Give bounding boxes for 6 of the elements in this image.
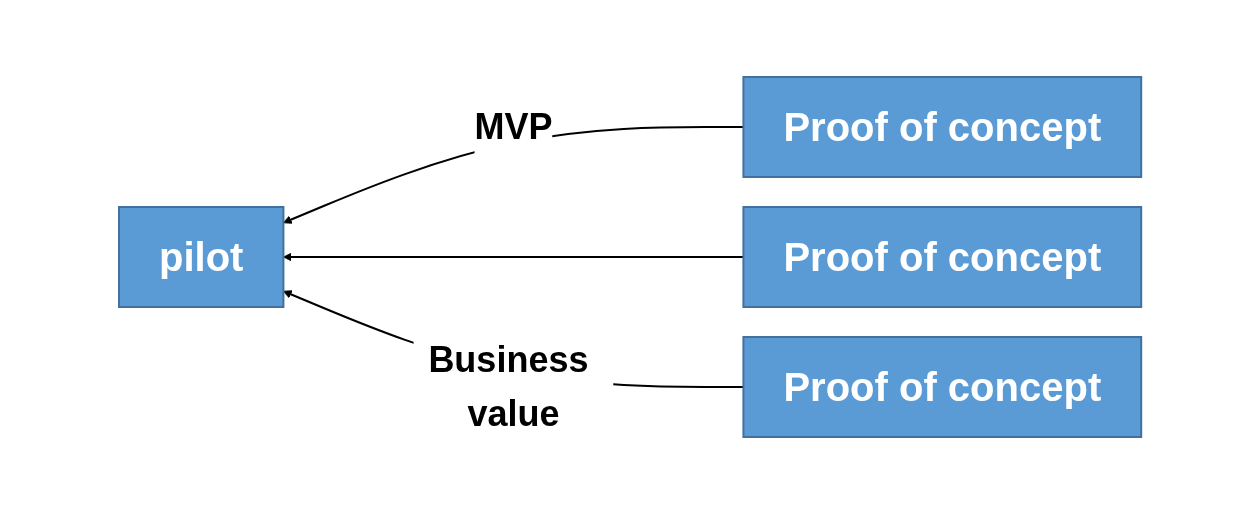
node-box: Proof of concept — [742, 206, 1143, 308]
edge-label: MVP — [474, 106, 553, 147]
edge-label: Business value — [428, 339, 589, 434]
node-box: pilot — [117, 206, 285, 308]
node-box: Proof of concept — [742, 336, 1143, 438]
node-box: Proof of concept — [742, 76, 1143, 178]
